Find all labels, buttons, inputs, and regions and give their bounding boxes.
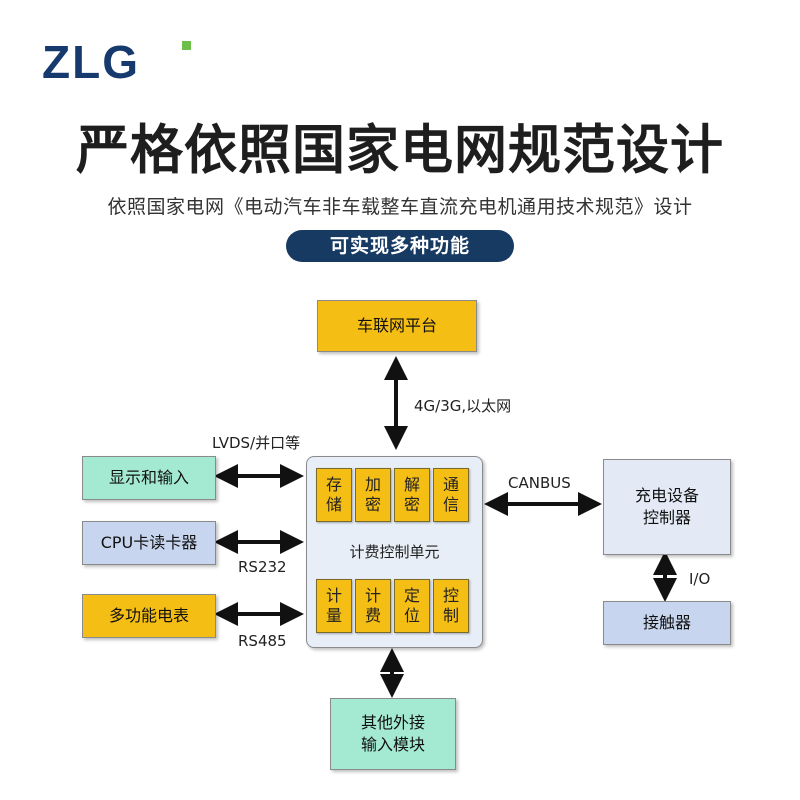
module-char: 密 [403, 495, 420, 514]
central-unit-label: 计费控制单元 [349, 543, 440, 561]
module-char: 制 [442, 606, 459, 625]
headline: 严格依照国家电网规范设计 [76, 120, 724, 181]
module-char: 定 [403, 586, 420, 605]
module-encrypt: 加密 [355, 468, 391, 522]
label-canbus: CANBUS [508, 474, 571, 492]
module-char: 解 [403, 475, 420, 494]
zlg-logo: ZLG [42, 36, 191, 88]
module-storage: 存储 [316, 468, 352, 522]
module-char: 信 [442, 495, 459, 514]
external-input-box: 其他外接 输入模块 [330, 698, 456, 770]
charger-line1: 充电设备 [634, 486, 699, 505]
module-char: 计 [364, 586, 381, 605]
label-lvds: LVDS/并口等 [212, 434, 301, 452]
module-char: 费 [364, 606, 381, 625]
module-char: 计 [325, 586, 342, 605]
charger-line2: 控制器 [642, 508, 691, 527]
multifunction-meter-box: 多功能电表 [82, 594, 216, 638]
module-decrypt: 解密 [394, 468, 430, 522]
label-io: I/O [689, 570, 711, 588]
module-metering: 计量 [316, 579, 352, 633]
module-char: 加 [364, 475, 381, 494]
billing-control-unit: 存储 加密 解密 通信 计费控制单元 计量 计费 定位 控制 [306, 456, 483, 648]
module-char: 通 [442, 475, 459, 494]
subline: 依照国家电网《电动汽车非车载整车直流充电机通用技术规范》设计 [107, 196, 693, 218]
label-rs232: RS232 [238, 558, 287, 576]
external-line1: 其他外接 [360, 713, 425, 732]
module-billing: 计费 [355, 579, 391, 633]
display-input-box: 显示和输入 [82, 456, 216, 500]
module-positioning: 定位 [394, 579, 430, 633]
module-communication: 通信 [433, 468, 469, 522]
logo-green-square [182, 41, 191, 50]
logo-text: ZLG [42, 36, 140, 88]
module-char: 存 [325, 475, 342, 494]
module-char: 储 [325, 495, 342, 514]
contactor-box: 接触器 [603, 601, 731, 645]
feature-pill: 可实现多种功能 [286, 230, 514, 262]
module-char: 密 [364, 495, 381, 514]
module-char: 控 [442, 586, 459, 605]
module-char: 量 [325, 606, 342, 625]
external-line2: 输入模块 [360, 735, 425, 754]
cpu-card-reader-box: CPU卡读卡器 [82, 521, 216, 565]
platform-box: 车联网平台 [317, 300, 477, 352]
module-control: 控制 [433, 579, 469, 633]
module-char: 位 [403, 606, 420, 625]
label-network: 4G/3G,以太网 [414, 397, 512, 415]
charger-controller-box: 充电设备 控制器 [603, 459, 731, 555]
label-rs485: RS485 [238, 632, 287, 650]
